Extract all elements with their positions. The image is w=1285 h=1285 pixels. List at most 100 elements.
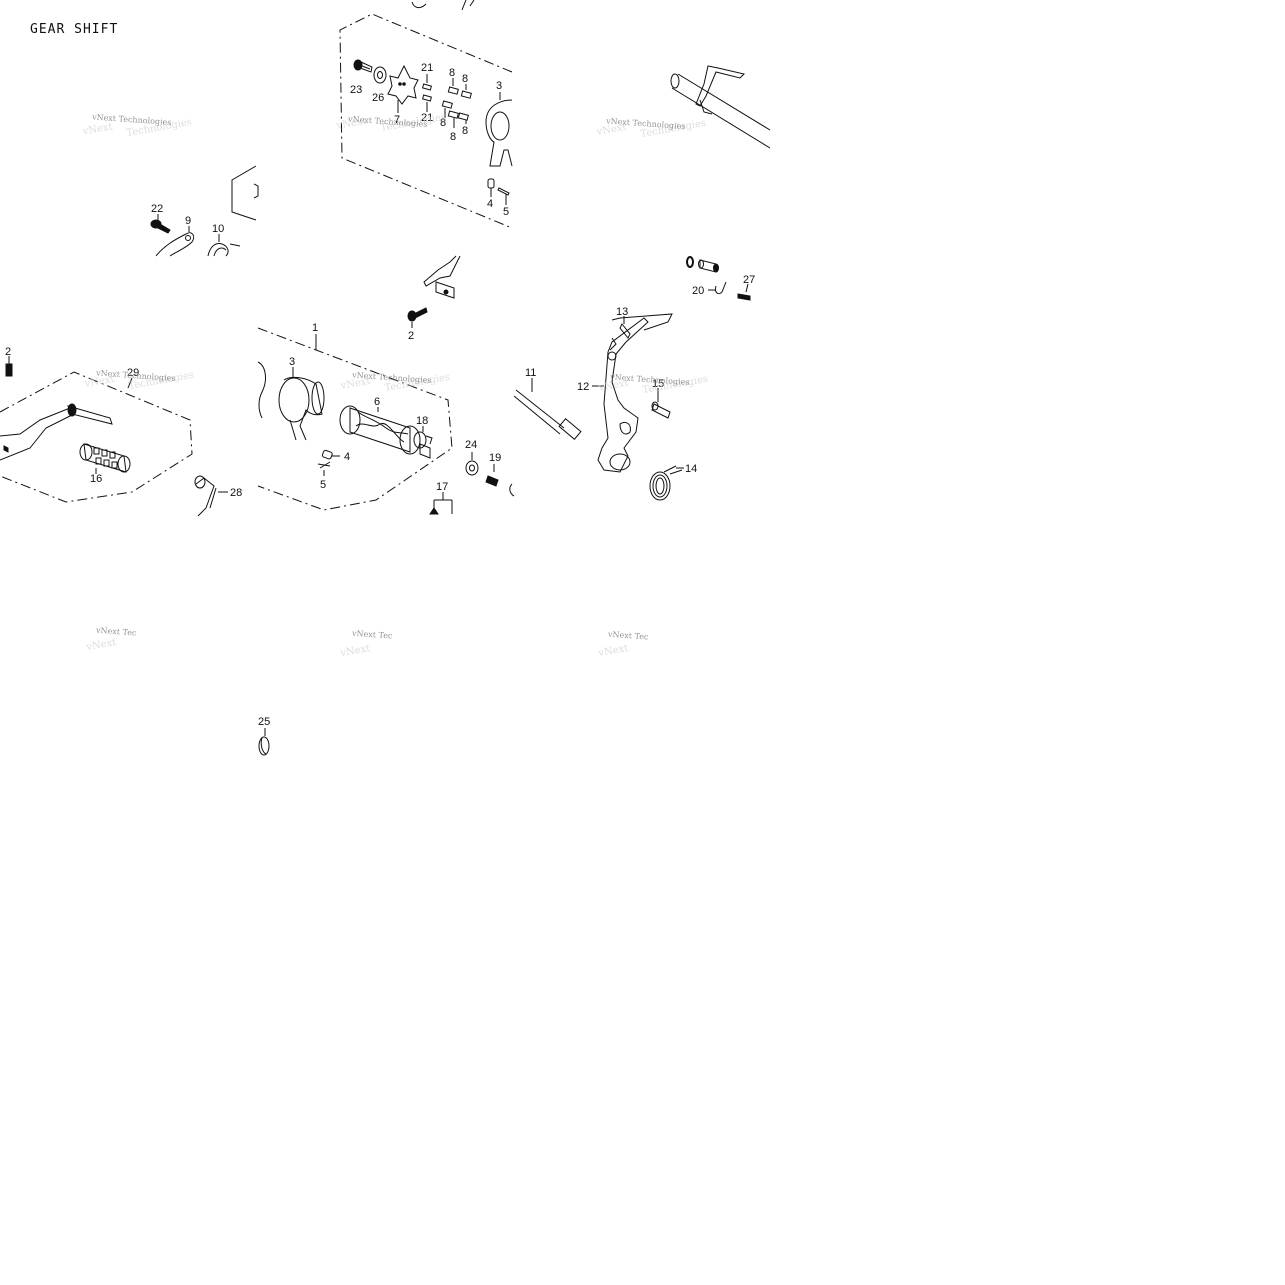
callout-17: 17 <box>436 481 448 493</box>
watermark-7: vNext vNext Tec <box>85 626 138 654</box>
svg-text:vNext: vNext <box>81 121 113 137</box>
upper-assembly-outline <box>340 14 512 228</box>
watermark-6: vNext Technologies vNext Technologies <box>597 372 709 396</box>
callout-5-middle: 5 <box>320 479 326 491</box>
svg-text:vNext Tec: vNext Tec <box>95 626 137 638</box>
part-bolt-top-right <box>699 260 719 272</box>
watermark-5: vNext Technologies vNext Technologies <box>339 370 451 394</box>
part-return-spring-14 <box>650 466 684 500</box>
part-pin-8a <box>448 87 458 94</box>
part-stopper-plate-9 <box>156 226 194 256</box>
callout-12: 12 <box>577 381 589 393</box>
callout-4-upper: 4 <box>487 198 493 210</box>
part-pin-8c <box>442 101 452 108</box>
callout-8d: 8 <box>450 131 456 143</box>
watermark-3: vNext Technologies vNext Technologies <box>595 116 707 140</box>
callout-24: 24 <box>465 439 477 451</box>
svg-text:vNext: vNext <box>83 374 115 390</box>
part-pin-21a <box>423 84 432 90</box>
part-shift-fork-3-upper <box>486 92 512 166</box>
svg-text:vNext Tec: vNext Tec <box>607 630 649 642</box>
part-washer-26 <box>374 67 386 83</box>
part-pin-5-middle <box>318 462 330 468</box>
part-shift-arm-center <box>424 256 460 298</box>
callout-3-middle: 3 <box>289 356 295 368</box>
callout-20: 20 <box>692 285 704 297</box>
part-pin-8e <box>458 113 468 120</box>
part-pin-8b <box>461 91 471 98</box>
callout-3-upper: 3 <box>496 80 502 92</box>
part-top-cut-a <box>412 2 426 8</box>
part-spring-10 <box>208 234 240 256</box>
part-pedal-arm-28 <box>195 476 228 516</box>
callout-8c: 8 <box>440 117 446 129</box>
callout-15: 15 <box>652 378 664 390</box>
part-washer-24 <box>466 452 478 475</box>
callout-21b: 21 <box>421 112 433 124</box>
part-pin-5-upper <box>498 188 509 195</box>
callout-14: 14 <box>685 463 697 475</box>
part-left-cover-fragment <box>232 166 256 220</box>
part-edge-fragment <box>510 484 514 496</box>
part-pin-4-upper <box>488 179 494 188</box>
watermark-4: vNext Technologies vNext Technologies <box>83 368 195 392</box>
svg-text:vNext: vNext <box>339 376 371 392</box>
svg-text:vNext: vNext <box>597 643 629 659</box>
callout-26: 26 <box>372 92 384 104</box>
callout-29: 29 <box>127 367 139 379</box>
part-oring <box>687 257 693 267</box>
callout-25: 25 <box>258 716 270 728</box>
callout-6: 6 <box>374 396 380 408</box>
watermark-8: vNext vNext Tec <box>339 629 394 660</box>
callout-28: 28 <box>230 487 242 499</box>
watermark-layer: vNext Technologies vNext Technologies vN… <box>81 112 709 659</box>
part-circlip-18 <box>414 426 432 448</box>
part-pin-8d <box>448 111 458 118</box>
callout-8a: 8 <box>449 67 455 79</box>
part-shift-shaft-top-right <box>671 66 770 148</box>
part-star-plate-7 <box>388 66 418 104</box>
part-shift-lever-12 <box>592 314 672 472</box>
part-pin-4-middle <box>322 450 333 460</box>
callout-18: 18 <box>416 415 428 427</box>
callout-13: 13 <box>616 306 628 318</box>
callout-5-upper: 5 <box>503 206 509 218</box>
part-bolt-13 <box>620 316 630 338</box>
part-clip-20 <box>708 282 726 294</box>
watermark-1: vNext Technologies vNext Technologies <box>81 112 193 139</box>
callout-11: 11 <box>525 367 536 379</box>
callout-16: 16 <box>90 473 102 485</box>
part-bolt-27 <box>738 284 750 300</box>
part-bolt-2-center <box>408 308 427 328</box>
part-bracket-17 <box>430 492 452 514</box>
svg-text:vNext: vNext <box>597 378 629 394</box>
part-top-cut-b <box>462 0 474 10</box>
svg-text:vNext: vNext <box>595 122 627 138</box>
callout-21a: 21 <box>421 62 433 74</box>
callout-2-center: 2 <box>408 330 414 342</box>
part-pin-21b <box>423 95 432 101</box>
callout-27: 27 <box>743 274 755 286</box>
diagram-title: GEAR SHIFT <box>30 22 119 37</box>
svg-text:vNext: vNext <box>85 637 117 653</box>
callout-22: 22 <box>151 203 163 215</box>
part-shift-pedal <box>0 404 112 460</box>
callout-8b: 8 <box>462 73 468 85</box>
svg-text:vNext: vNext <box>339 643 371 659</box>
part-shift-shaft-11 <box>514 378 581 439</box>
svg-text:vNext Tec: vNext Tec <box>351 629 393 641</box>
callout-8e: 8 <box>462 125 468 137</box>
callout-23: 23 <box>350 84 362 96</box>
part-shift-drum-6 <box>340 406 430 458</box>
part-bolt-23 <box>354 60 372 72</box>
watermark-2: vNext Technologies vNext Technologies <box>335 112 447 134</box>
watermark-9: vNext vNext Tec <box>597 630 650 660</box>
part-bolt-19 <box>486 464 498 486</box>
part-pedal-rubber-16 <box>80 444 130 472</box>
left-assembly-outline <box>0 372 192 502</box>
svg-text:vNext: vNext <box>335 116 367 132</box>
part-stopper-pin-15 <box>652 388 670 418</box>
middle-assembly-outline <box>258 328 452 510</box>
callout-1: 1 <box>312 322 318 334</box>
